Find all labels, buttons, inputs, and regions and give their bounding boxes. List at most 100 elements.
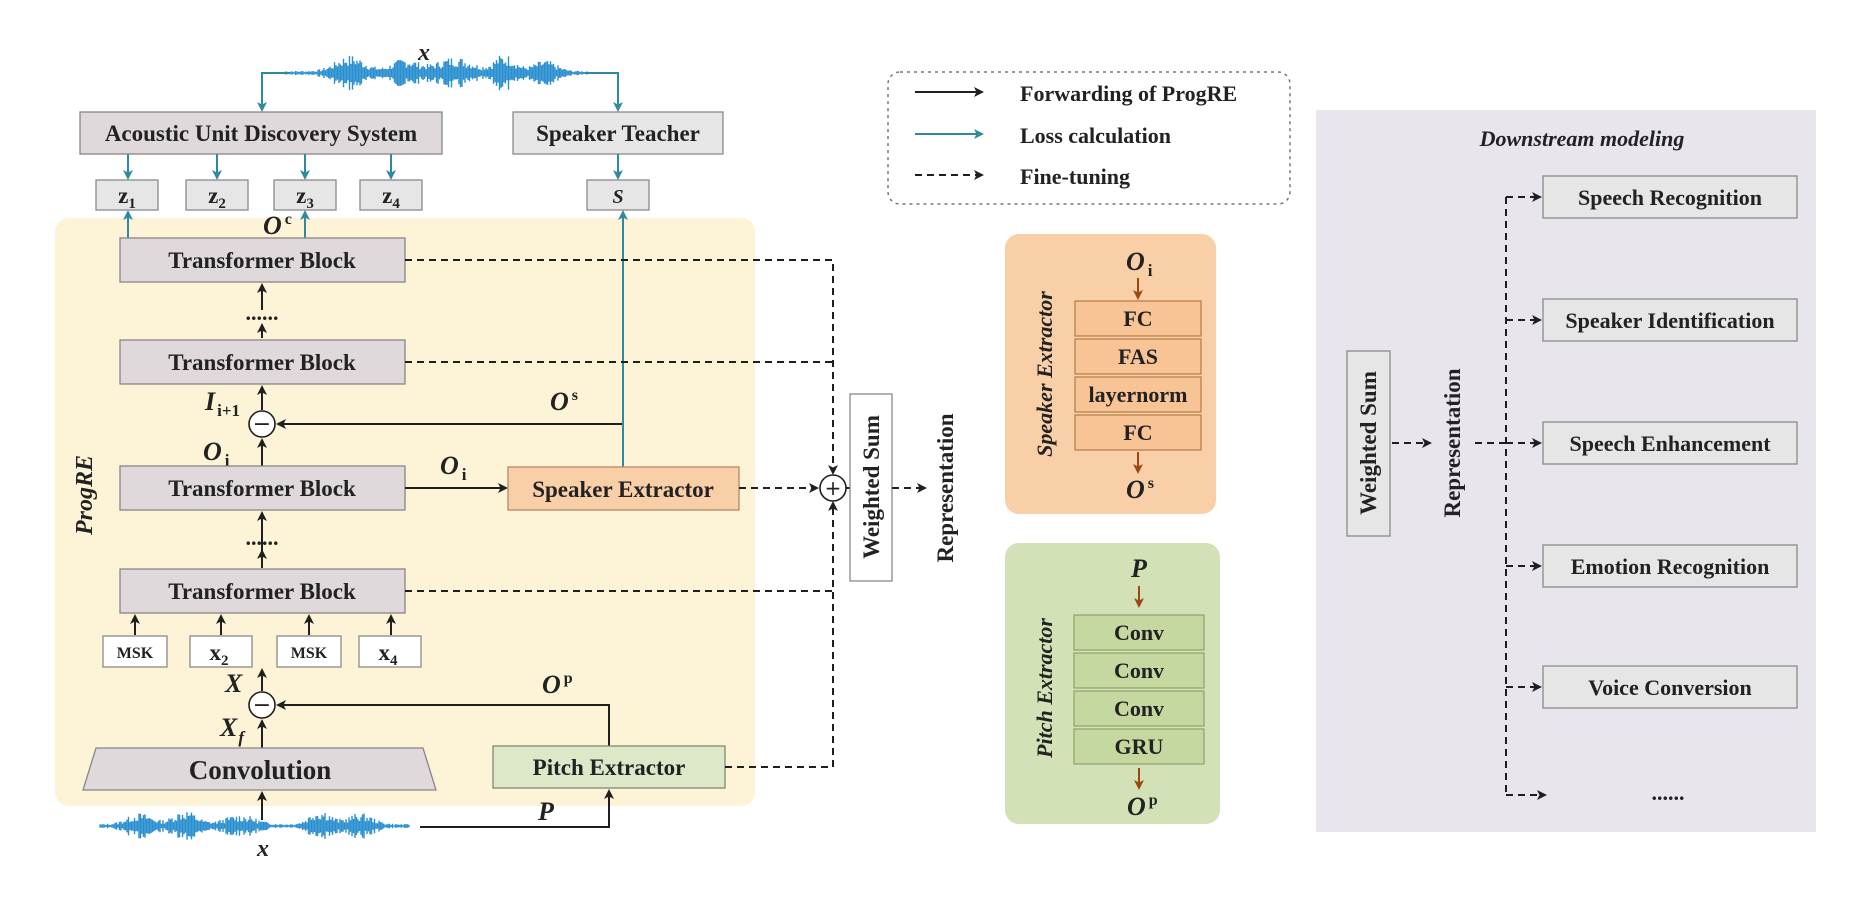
task-label: Speech Enhancement [1569, 431, 1771, 456]
input-token-1 [102, 635, 168, 668]
pitch-to-sum-dashed [725, 591, 834, 768]
speaker-layer-fc2 [1074, 414, 1202, 451]
speaker-panel-title: Speaker Extractor [1032, 291, 1057, 457]
wave-to-pitch-arrow [420, 789, 614, 828]
op-to-minus-arrow [276, 700, 610, 746]
progre-panel [55, 218, 755, 806]
input-token-4-label: x4 [379, 640, 399, 669]
z4-label: z4 [382, 183, 400, 212]
legend-finetune: Fine-tuning [1020, 164, 1130, 189]
pitch-panel-input: P [1130, 554, 1148, 583]
speaker-layer-fc1-label: FC [1123, 306, 1152, 331]
speaker-layer-layernorm [1074, 376, 1202, 413]
pitch-layer-conv2 [1073, 652, 1205, 689]
progre-label: ProgRE [72, 455, 98, 536]
task-box [1542, 421, 1798, 465]
xf-label: Xf [219, 713, 246, 747]
wave-to-teacher-line [585, 72, 623, 112]
legend-forwarding: Forwarding of ProgRE [1020, 81, 1237, 106]
speaker-teacher-label: Speaker Teacher [536, 121, 700, 146]
task-box [1542, 298, 1798, 342]
downstream-title: Downstream modeling [1479, 126, 1685, 151]
task-more-label: ...... [1652, 780, 1685, 805]
s-label: S [612, 186, 623, 208]
speaker-panel-layers: FC FAS layernorm FC [1074, 300, 1202, 451]
pitch-panel-layers: Conv Conv Conv GRU [1073, 614, 1205, 765]
task-box [1542, 665, 1798, 709]
z3-label: z3 [296, 183, 314, 212]
aud-system-box [79, 111, 443, 155]
pitch-layer-conv1-label: Conv [1114, 620, 1164, 645]
speaker-extractor-box [507, 466, 740, 511]
subtract-node-upper [248, 410, 276, 438]
task-box [1542, 544, 1798, 588]
downstream-panel [1316, 110, 1816, 832]
task-box [1542, 175, 1798, 219]
wave-to-aud-line [257, 72, 290, 112]
transformer-block-4 [119, 237, 406, 283]
task-label: Emotion Recognition [1571, 554, 1770, 579]
input-token-1-label: MSK [117, 645, 154, 662]
speaker-teacher-box [512, 111, 724, 155]
downstream-representation-label: Representation [1440, 368, 1465, 517]
z4-box [359, 179, 423, 211]
z2-label: z2 [208, 183, 226, 212]
p-label: P [537, 797, 555, 826]
speaker-layer-fas [1074, 338, 1202, 375]
pitch-extractor-label: Pitch Extractor [533, 755, 686, 780]
convolution-label: Convolution [189, 755, 332, 785]
pitch-layer-conv3 [1073, 690, 1205, 727]
tb1-to-sum-dashed [405, 501, 838, 592]
speaker-layer-layernorm-label: layernorm [1089, 382, 1188, 407]
z1-box [95, 179, 159, 211]
x-feature-label: X [224, 669, 243, 698]
top-waveform [284, 55, 591, 91]
input-token-3 [276, 635, 342, 668]
pitch-panel-title: Pitch Extractor [1032, 618, 1057, 759]
input-token-2-label: x2 [210, 640, 229, 669]
speaker-layer-fas-label: FAS [1118, 344, 1158, 369]
bottom-x-label: x [256, 836, 269, 862]
dots-upper: ...... [246, 300, 279, 325]
bottom-waveform [99, 812, 410, 840]
downstream-weighted-sum-label: Weighted Sum [1356, 371, 1381, 515]
task-label: Speech Recognition [1578, 185, 1762, 210]
weighted-sum-label: Weighted Sum [859, 415, 884, 559]
transformer-block-2 [119, 465, 406, 511]
input-token-2 [189, 635, 253, 668]
pitch-layer-gru-label: GRU [1115, 734, 1164, 759]
legend-loss: Loss calculation [1020, 123, 1171, 148]
pitch-extractor-box [492, 745, 726, 789]
waveform-path [284, 55, 591, 91]
z3-box [273, 179, 337, 211]
top-x-label: x [417, 40, 430, 66]
pitch-layer-conv3-label: Conv [1114, 696, 1164, 721]
subtract-node-lower [248, 691, 276, 719]
speaker-layer-fc1 [1074, 300, 1202, 337]
transformer-block-3 [119, 339, 406, 385]
downstream-weighted-sum-box [1346, 350, 1391, 537]
z1-label: z1 [118, 183, 136, 212]
waveform-path [99, 812, 410, 840]
aud-system-label: Acoustic Unit Discovery System [105, 121, 417, 146]
pitch-layer-conv2-label: Conv [1114, 658, 1164, 683]
legend-box [887, 71, 1291, 205]
s-box [586, 179, 650, 211]
pitch-layer-gru [1073, 728, 1205, 765]
transformer-block-4-label: Transformer Block [168, 248, 356, 273]
subtract-node-upper-sign: − [253, 412, 271, 437]
tb4-to-sum-dashed [405, 259, 834, 470]
input-token-4 [358, 635, 422, 668]
transformer-block-3-label: Transformer Block [168, 350, 356, 375]
task-label: Voice Conversion [1588, 675, 1752, 700]
sum-node-sign: + [825, 476, 842, 500]
